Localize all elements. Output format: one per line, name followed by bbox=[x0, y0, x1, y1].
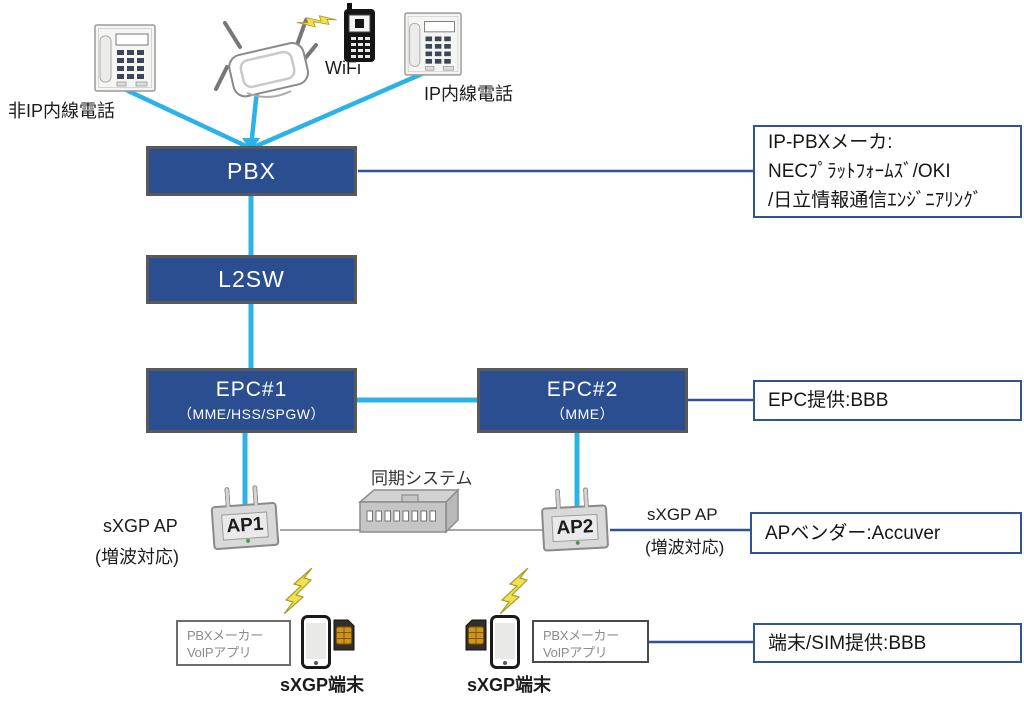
callout-epc-provider: EPC提供:BBB bbox=[753, 380, 1022, 421]
arrowhead-into-pbx bbox=[242, 138, 260, 151]
access-point-2: AP2 bbox=[540, 487, 610, 552]
node-l2sw: L2SW bbox=[146, 255, 357, 304]
callout-pbx-line1: IP-PBXメーカ: bbox=[768, 132, 893, 153]
ap2-antenna-icon bbox=[582, 487, 589, 508]
callout-ap-vendor: APベンダー:Accuver bbox=[750, 512, 1022, 554]
ap2-antenna-icon bbox=[554, 488, 561, 509]
callout-epc-text: EPC提供:BBB bbox=[768, 390, 889, 411]
sim-card-right-icon bbox=[465, 619, 487, 651]
wireless-bolt-left-icon bbox=[284, 568, 313, 614]
voip-app-box-right: PBXメーカー VoIPアプリ bbox=[532, 620, 649, 663]
sxgp-ap-right-label-line2: (増波対応) bbox=[645, 538, 725, 557]
sxgp-ap-right-label-line1: sXGP AP bbox=[647, 505, 718, 524]
sxgp-terminal-right-label: sXGP端末 bbox=[467, 675, 552, 695]
desk-phone-icon bbox=[94, 24, 156, 92]
wifi-router-icon bbox=[214, 18, 318, 98]
epc1-subtitle: （MME/HSS/SPGW） bbox=[177, 405, 325, 422]
epc2-subtitle: （MME） bbox=[550, 405, 615, 422]
epc1-title: EPC#1 bbox=[215, 377, 288, 401]
wireless-bolt-top-icon bbox=[296, 15, 337, 28]
ap1-led bbox=[245, 538, 251, 543]
callout-pbx-line2: NECﾌﾟﾗｯﾄﾌｫｰﾑｽﾞ/OKI bbox=[768, 161, 951, 182]
voip-app-left-line1: PBXメーカー bbox=[187, 628, 263, 643]
ip-phone-icon bbox=[404, 12, 462, 76]
ip-phone-label: IP内線電話 bbox=[424, 84, 514, 104]
sync-system-label: 同期システム bbox=[371, 469, 473, 488]
link-nonip-phone-pbx bbox=[121, 85, 249, 150]
smartphone-right-icon bbox=[490, 615, 520, 669]
voip-app-box-left: PBXメーカー VoIPアプリ bbox=[176, 620, 291, 666]
ap2-led bbox=[575, 540, 580, 545]
link-wifi-router-pbx bbox=[248, 89, 260, 148]
node-epc1: EPC#1 （MME/HSS/SPGW） bbox=[146, 368, 357, 433]
mobile-phone-icon bbox=[344, 3, 375, 62]
voip-app-left-line2: VoIPアプリ bbox=[187, 645, 252, 660]
sxgp-ap-left-label-line1: sXGP AP bbox=[103, 516, 178, 536]
link-ip-phone-pbx bbox=[253, 70, 425, 150]
sim-card-left-icon bbox=[333, 619, 355, 651]
node-pbx: PBX bbox=[146, 146, 357, 196]
l2sw-label: L2SW bbox=[218, 266, 285, 292]
sxgp-terminal-left-label: sXGP端末 bbox=[280, 675, 365, 695]
voip-app-right-line2: VoIPアプリ bbox=[543, 645, 608, 660]
callout-pbx-vendor: IP-PBXメーカ: NECﾌﾟﾗｯﾄﾌｫｰﾑｽﾞ/OKI /日立情報通信ｴﾝｼ… bbox=[753, 125, 1022, 218]
voip-app-right-line1: PBXメーカー bbox=[543, 628, 619, 643]
access-point-1: AP1 bbox=[210, 485, 280, 551]
epc2-title: EPC#2 bbox=[546, 377, 619, 401]
wireless-bolt-right-icon bbox=[500, 568, 529, 614]
callout-terminal-text: 端末/SIM提供:BBB bbox=[768, 632, 927, 654]
sync-system-icon bbox=[358, 488, 460, 534]
wifi-label: WiFi bbox=[325, 58, 361, 78]
ap1-label: AP1 bbox=[220, 511, 270, 541]
smartphone-left-icon bbox=[301, 615, 331, 669]
callout-terminal-sim-provider: 端末/SIM提供:BBB bbox=[753, 623, 1022, 663]
callout-pbx-line3: /日立情報通信ｴﾝｼﾞﾆｱﾘﾝｸﾞ bbox=[768, 190, 983, 211]
non-ip-phone-label: 非IP内線電話 bbox=[8, 101, 116, 121]
ap2-label: AP2 bbox=[550, 513, 600, 543]
pbx-label: PBX bbox=[226, 157, 277, 184]
sxgp-ap-left-label-line2: (増波対応) bbox=[95, 547, 179, 567]
callout-ap-text: APベンダー:Accuver bbox=[765, 522, 941, 544]
node-epc2: EPC#2 （MME） bbox=[477, 368, 688, 433]
